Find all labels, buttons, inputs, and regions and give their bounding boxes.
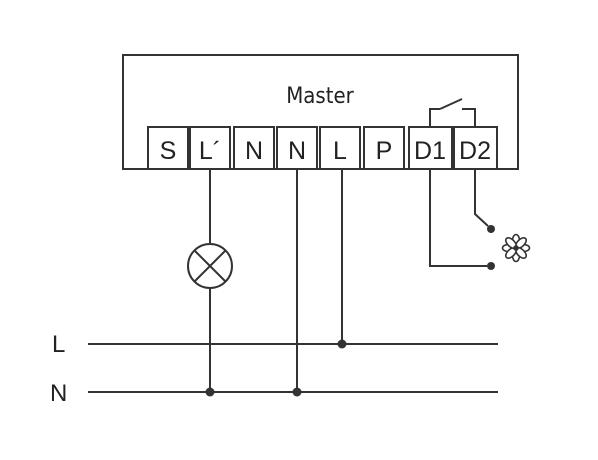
terminal-s [147, 126, 189, 170]
neutral-bus-label: N [50, 380, 67, 407]
terminal-s-label: S [160, 137, 177, 165]
d1-contact [487, 262, 495, 270]
terminal-d1-label: D1 [414, 137, 446, 165]
lamp-icon [187, 243, 233, 289]
d1-wire [429, 169, 487, 267]
terminal-n-1-label: N [245, 137, 263, 165]
terminal-n-2-label: N [288, 137, 306, 165]
master-title: Master [286, 84, 354, 109]
terminal-l-label: L [333, 137, 347, 165]
fan-icon [501, 233, 531, 263]
terminal-p [363, 126, 405, 170]
terminal-p-label: P [376, 137, 393, 165]
d2-contact [487, 225, 495, 233]
line-junction [337, 339, 347, 349]
line-bus-label: L [52, 331, 65, 358]
terminal-d1 [408, 126, 453, 170]
d2-wire [474, 169, 489, 227]
terminal-n-1 [233, 126, 275, 170]
relay-switch-icon [429, 98, 476, 127]
neutral-junction [292, 387, 302, 397]
terminal-block: S L´ N N L P D1 D2 [147, 126, 498, 170]
terminal-l-prime-label: L´ [199, 137, 221, 165]
lamp-neutral-junction [205, 387, 215, 397]
terminal-d2-label: D2 [459, 137, 491, 165]
terminal-l [319, 126, 361, 170]
